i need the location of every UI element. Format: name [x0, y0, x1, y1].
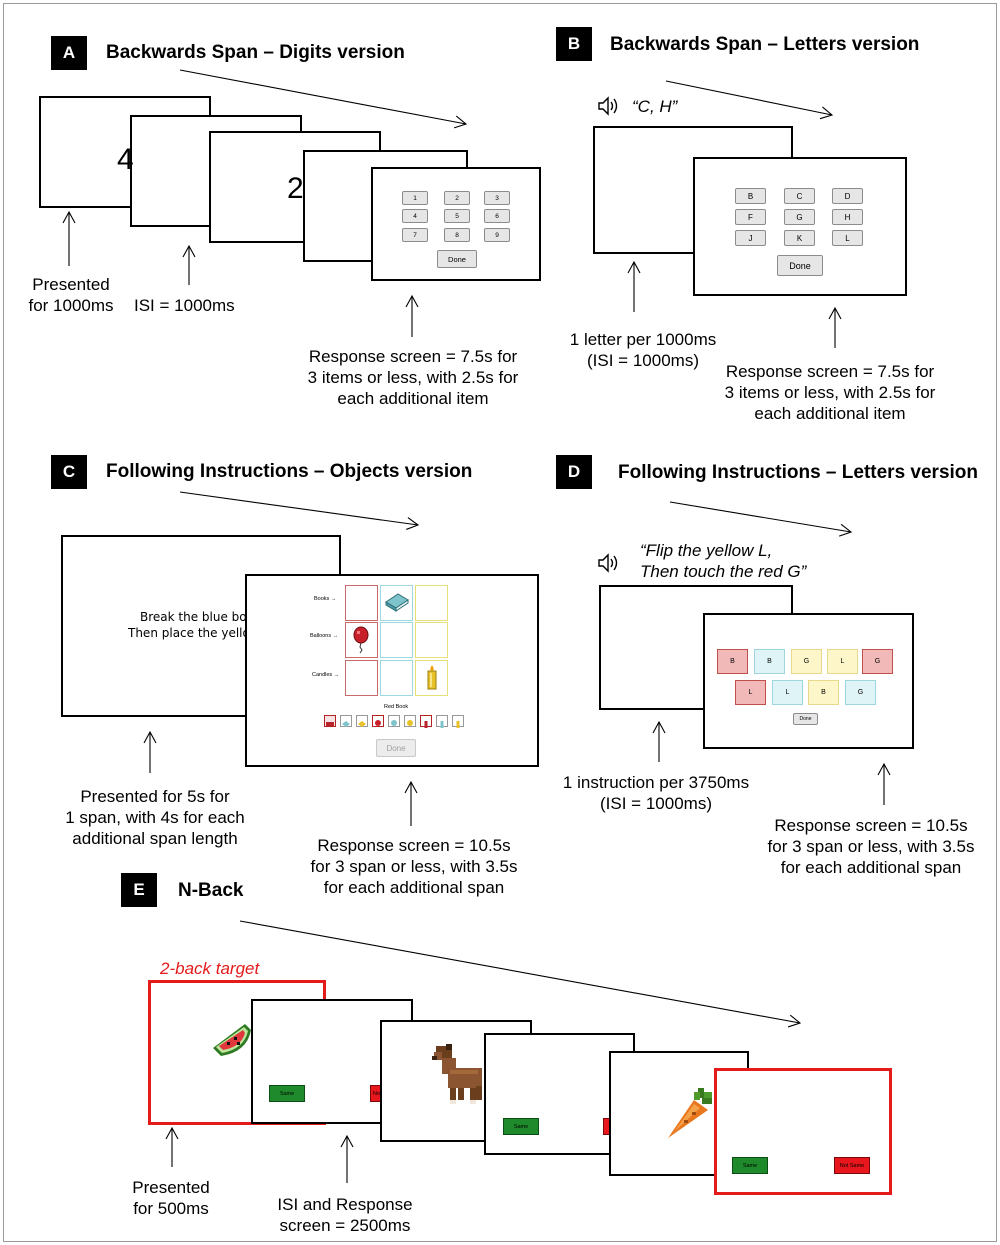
row-label-books: Books → [314, 596, 337, 602]
panel-d-badge: D [556, 455, 592, 489]
panel-c-badge: C [51, 455, 87, 489]
keypad-9[interactable]: 9 [484, 228, 510, 242]
letter-card-r2-1[interactable]: L [735, 680, 766, 705]
panel-a-title: Backwards Span – Digits version [106, 42, 405, 63]
not-same-button[interactable]: Not Same [834, 1157, 870, 1174]
grid-cell-candles-blue[interactable] [380, 660, 413, 696]
digit-shown-1: 4 [117, 143, 134, 176]
letter-card-r2-3[interactable]: B [808, 680, 839, 705]
panel-c-title: Following Instructions – Objects version [106, 461, 473, 482]
letter-key-d[interactable]: D [832, 188, 863, 204]
keypad-2[interactable]: 2 [444, 191, 470, 205]
letter-key-j[interactable]: J [735, 230, 766, 246]
letter-card-r1-4[interactable]: L [827, 649, 858, 674]
panel-e-badge: E [121, 873, 157, 907]
letter-card-r1-2[interactable]: B [754, 649, 785, 674]
keypad-3[interactable]: 3 [484, 191, 510, 205]
letter-key-b[interactable]: B [735, 188, 766, 204]
same-button[interactable]: Same [732, 1157, 768, 1174]
tray-blue-balloon[interactable] [388, 715, 400, 727]
keypad-4[interactable]: 4 [402, 209, 428, 223]
carrot-icon [668, 1088, 712, 1138]
same-button[interactable]: Same [269, 1085, 305, 1102]
panel-d-caption-presented: 1 instruction per 3750ms (ISI = 1000ms) [562, 773, 750, 813]
panel-a-caption-response: Response screen = 7.5s for 3 items or le… [307, 347, 519, 408]
watermelon-icon [213, 1024, 251, 1056]
red-balloon-icon [353, 626, 369, 654]
tray-blue-book[interactable] [340, 715, 352, 727]
letter-key-c[interactable]: C [784, 188, 815, 204]
panel-b-audio-prompt: “C, H” [632, 97, 678, 116]
objects-done-button[interactable]: Done [376, 739, 416, 757]
horse-icon [432, 1044, 482, 1104]
panel-b-title: Backwards Span – Letters version [610, 34, 920, 55]
tray-red-book[interactable] [324, 715, 336, 727]
grid-cell-books-red[interactable] [345, 585, 378, 621]
panel-e-caption-isi: ISI and Response screen = 2500ms [277, 1195, 413, 1235]
panel-b-badge: B [556, 27, 592, 61]
keypad-done-button[interactable]: Done [437, 250, 477, 268]
keypad-1[interactable]: 1 [402, 191, 428, 205]
letter-key-l[interactable]: L [832, 230, 863, 246]
letter-key-k[interactable]: K [784, 230, 815, 246]
letter-card-r2-2[interactable]: L [772, 680, 803, 705]
grid-cell-books-yellow[interactable] [415, 585, 448, 621]
tray-yellow-balloon[interactable] [404, 715, 416, 727]
grid-cell-balloons-yellow[interactable] [415, 622, 448, 658]
keypad-8[interactable]: 8 [444, 228, 470, 242]
letters-done-button[interactable]: Done [793, 713, 818, 725]
speaker-icon [598, 96, 618, 116]
figure-frame [3, 3, 997, 1242]
tray-yellow-candle[interactable] [452, 715, 464, 728]
yellow-candle-icon [427, 665, 437, 690]
tray-red-candle[interactable] [420, 715, 432, 728]
panel-d-caption-response: Response screen = 10.5s for 3 span or le… [767, 816, 975, 877]
same-button[interactable]: Same [503, 1118, 539, 1135]
row-label-candles: Candles → [312, 672, 340, 678]
tray-blue-candle[interactable] [436, 715, 448, 728]
grid-cell-balloons-blue[interactable] [380, 622, 413, 658]
keypad-5[interactable]: 5 [444, 209, 470, 223]
selected-object-label: Red Book [384, 704, 409, 710]
letter-key-g[interactable]: G [784, 209, 815, 225]
two-back-target-label: 2-back target [160, 959, 260, 978]
tray-red-balloon[interactable] [372, 715, 384, 727]
letter-key-h[interactable]: H [832, 209, 863, 225]
panel-e-caption-presented: Presented for 500ms [132, 1178, 210, 1218]
panel-d-audio-prompt: “Flip the yellow L, Then touch the red G… [640, 541, 807, 581]
panel-b-caption-presented: 1 letter per 1000ms (ISI = 1000ms) [569, 330, 717, 370]
panel-d-title: Following Instructions – Letters version [618, 462, 978, 483]
instruction-text: Break the blue book Then place the yello… [128, 610, 272, 640]
speaker-icon [598, 553, 618, 573]
letter-done-button[interactable]: Done [777, 255, 823, 276]
letter-card-r2-4[interactable]: G [845, 680, 876, 705]
nback-response-target-screen [714, 1068, 892, 1195]
digit-shown-2: 2 [287, 172, 304, 205]
tray-yellow-book[interactable] [356, 715, 368, 727]
letter-key-f[interactable]: F [735, 209, 766, 225]
panel-c-caption-response: Response screen = 10.5s for 3 span or le… [310, 836, 518, 897]
grid-cell-candles-red[interactable] [345, 660, 378, 696]
panel-a-caption-presented: Presented for 1000ms [28, 275, 114, 315]
keypad-7[interactable]: 7 [402, 228, 428, 242]
panel-a-badge: A [51, 36, 87, 70]
panel-a-caption-isi: ISI = 1000ms [134, 296, 235, 315]
blue-book-icon [385, 593, 409, 612]
row-label-balloons: Balloons → [310, 633, 339, 639]
letter-card-r1-5[interactable]: G [862, 649, 893, 674]
panel-b-caption-response: Response screen = 7.5s for 3 items or le… [724, 362, 936, 423]
letter-card-r1-3[interactable]: G [791, 649, 822, 674]
letter-card-r1-1[interactable]: B [717, 649, 748, 674]
panel-c-caption-presented: Presented for 5s for 1 span, with 4s for… [65, 787, 245, 848]
keypad-6[interactable]: 6 [484, 209, 510, 223]
panel-e-title: N-Back [178, 880, 244, 901]
